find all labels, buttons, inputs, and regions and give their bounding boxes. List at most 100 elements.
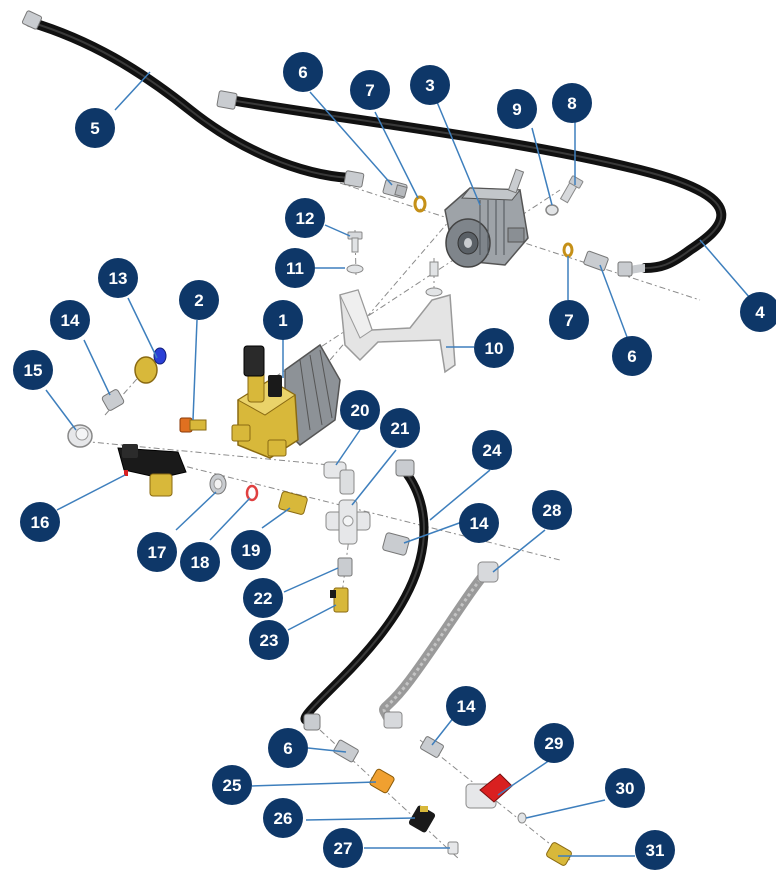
leader-28 (492, 529, 546, 573)
injector-23 (330, 587, 349, 613)
svg-text:19: 19 (242, 541, 261, 560)
svg-text:15: 15 (24, 361, 43, 380)
svg-text:6: 6 (283, 739, 292, 758)
callout-3: 3 (410, 65, 450, 105)
leader-lines (45, 71, 751, 857)
elbow-20 (323, 461, 355, 495)
svg-text:22: 22 (254, 589, 273, 608)
callout-25: 25 (212, 765, 252, 805)
svg-text:9: 9 (512, 100, 521, 119)
leader-19 (261, 507, 291, 529)
svg-text:31: 31 (646, 841, 665, 860)
leader-9 (531, 127, 553, 206)
svg-text:3: 3 (425, 76, 434, 95)
svg-text:20: 20 (351, 401, 370, 420)
callout-12: 12 (285, 198, 325, 238)
callout-8: 8 (552, 83, 592, 123)
svg-text:16: 16 (31, 513, 50, 532)
callout-10: 10 (474, 328, 514, 368)
svg-text:23: 23 (260, 631, 279, 650)
hydraulic-hose-5 (21, 10, 365, 188)
callout-5: 5 (75, 108, 115, 148)
callout-15: 15 (13, 350, 53, 390)
svg-text:12: 12 (296, 209, 315, 228)
callout-6c: 6 (268, 728, 308, 768)
svg-text:11: 11 (286, 259, 304, 278)
callout-19: 19 (231, 530, 271, 570)
thermal-relief-valve-2 (179, 417, 207, 433)
leader-29 (497, 759, 551, 796)
adapter-fitting-14-middle (382, 532, 410, 556)
cross-fitting-21 (325, 499, 371, 545)
bolt-8 (559, 175, 584, 204)
callout-badges: 1 2 3 4 5 6 6 6 7 7 8 9 10 11 12 13 14 1… (13, 52, 776, 870)
svg-text:30: 30 (616, 779, 635, 798)
filter-washer-30 (517, 812, 527, 824)
high-pressure-hose-24 (300, 459, 429, 731)
svg-text:27: 27 (334, 839, 353, 858)
callout-9: 9 (497, 89, 537, 129)
svg-text:28: 28 (543, 501, 562, 520)
leader-5 (114, 71, 151, 111)
leader-25 (251, 781, 377, 787)
leader-2 (192, 319, 198, 421)
svg-text:29: 29 (545, 734, 564, 753)
callout-6a: 6 (283, 52, 323, 92)
leader-12 (324, 224, 351, 237)
garden-hose-adapter-31 (546, 842, 572, 866)
leader-15 (45, 389, 77, 431)
bushing-22 (337, 557, 353, 577)
leader-3 (436, 101, 481, 206)
leader-6a (309, 91, 393, 186)
svg-text:26: 26 (274, 809, 293, 828)
svg-text:14: 14 (470, 514, 489, 533)
hydraulic-hose-4 (216, 90, 727, 277)
svg-text:4: 4 (755, 303, 765, 322)
o-ring-7-top (413, 195, 427, 213)
mounting-bracket-10 (339, 289, 456, 374)
callout-2: 2 (179, 280, 219, 320)
hydraulic-motor-3 (444, 168, 529, 268)
callout-29: 29 (534, 723, 574, 763)
assembly-axis-lines (69, 182, 701, 861)
svg-text:13: 13 (109, 269, 128, 288)
leader-4 (699, 239, 751, 299)
leader-6c (307, 747, 347, 753)
leader-26 (305, 817, 416, 821)
svg-text:5: 5 (90, 119, 99, 138)
cap-13 (134, 347, 167, 384)
leader-30 (525, 799, 606, 819)
leader-7a (374, 111, 419, 199)
svg-text:25: 25 (223, 776, 242, 795)
braided-inlet-hose-28 (379, 561, 499, 729)
pump-head-1 (231, 343, 341, 459)
svg-text:18: 18 (191, 553, 210, 572)
nut-17 (209, 473, 227, 495)
callout-14c: 14 (446, 686, 486, 726)
washer-11 (346, 264, 364, 274)
callout-7a: 7 (350, 70, 390, 110)
adapter-fitting-14-bottom (420, 736, 444, 758)
callout-21: 21 (380, 408, 420, 448)
callout-30: 30 (605, 768, 645, 808)
callout-22: 22 (243, 578, 283, 618)
leader-6b (599, 264, 631, 346)
svg-text:6: 6 (627, 347, 636, 366)
callout-14a: 14 (50, 300, 90, 340)
washer-9 (545, 204, 559, 216)
leader-18 (209, 497, 251, 541)
adapter-fitting-14-top (101, 389, 125, 411)
svg-text:14: 14 (457, 697, 476, 716)
callout-14b: 14 (459, 503, 499, 543)
leader-16 (56, 474, 126, 511)
svg-text:2: 2 (194, 291, 203, 310)
bolt-12 (347, 231, 363, 253)
callout-26: 26 (263, 798, 303, 838)
leader-24 (429, 469, 491, 521)
svg-text:6: 6 (298, 63, 307, 82)
svg-text:7: 7 (564, 311, 573, 330)
svg-text:24: 24 (483, 441, 502, 460)
svg-text:10: 10 (485, 339, 504, 358)
callout-24: 24 (472, 430, 512, 470)
